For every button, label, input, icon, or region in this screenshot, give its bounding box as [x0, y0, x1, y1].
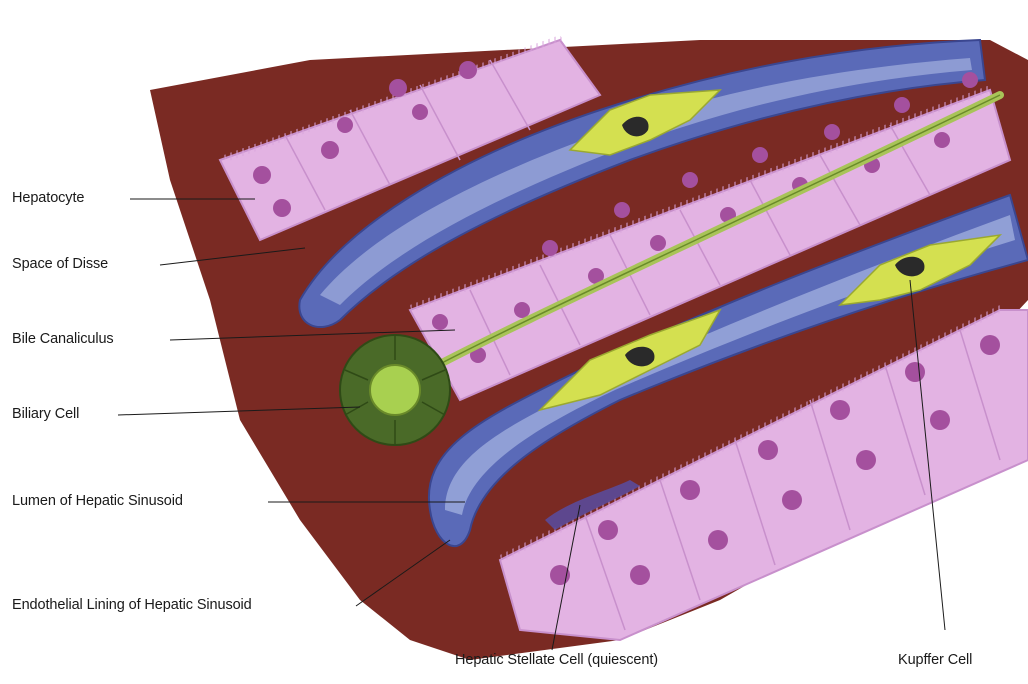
label-kupffer-cell: Kupffer Cell: [898, 652, 972, 668]
label-endothelial-lining: Endothelial Lining of Hepatic Sinusoid: [12, 597, 252, 613]
label-lumen-of-hepatic-sinusoid: Lumen of Hepatic Sinusoid: [12, 493, 183, 509]
biliary-cell-cluster: [340, 335, 450, 445]
label-biliary-cell: Biliary Cell: [12, 406, 79, 422]
label-hepatocyte: Hepatocyte: [12, 190, 84, 206]
label-space-of-disse: Space of Disse: [12, 256, 108, 272]
label-hepatic-stellate-cell: Hepatic Stellate Cell (quiescent): [455, 652, 658, 668]
label-bile-canaliculus: Bile Canaliculus: [12, 331, 114, 347]
